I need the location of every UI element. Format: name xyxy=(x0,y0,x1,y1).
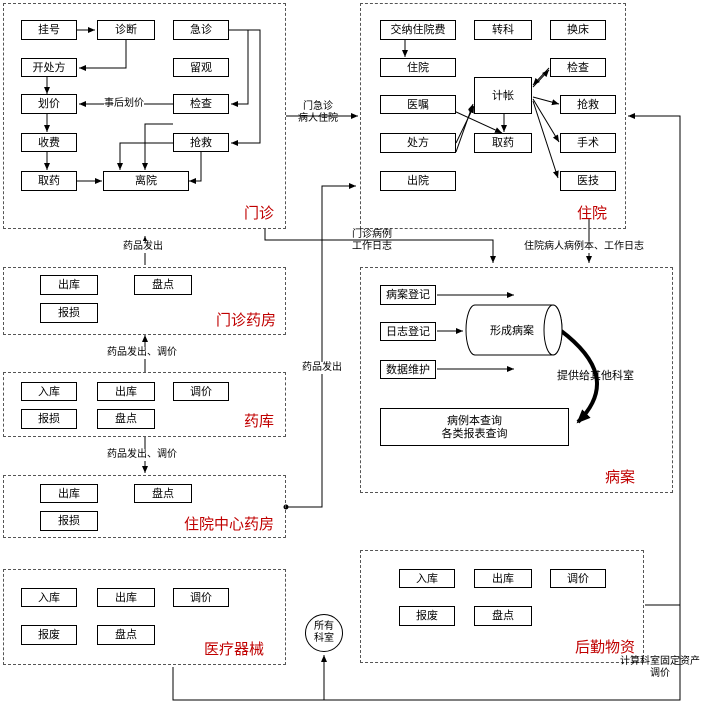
inpatient-dispense[interactable]: 取药 xyxy=(474,133,532,153)
pharmacy-title: 药库 xyxy=(244,412,275,430)
inpatient-bed-change[interactable]: 换床 xyxy=(550,20,606,40)
inpatient-medtech[interactable]: 医技 xyxy=(560,171,616,191)
edge-outpatient-log: 门诊病例 工作日志 xyxy=(352,229,392,253)
outpatient-rescue[interactable]: 抢救 xyxy=(173,133,229,152)
post-pricing-label: 事后划价 xyxy=(104,98,144,110)
inpatient-discharge[interactable]: 出院 xyxy=(380,171,456,191)
outpatient-observe[interactable]: 留观 xyxy=(173,58,229,77)
pharmacy-price[interactable]: 调价 xyxy=(173,382,229,401)
outpatient-emergency[interactable]: 急诊 xyxy=(173,20,229,40)
all-departments-line2: 科室 xyxy=(314,633,334,644)
all-departments-node[interactable]: 所有 科室 xyxy=(305,614,343,652)
inpatient-rescue[interactable]: 抢救 xyxy=(560,95,616,114)
all-departments-line1: 所有 xyxy=(314,621,334,632)
devices-check[interactable]: 盘点 xyxy=(97,625,155,645)
records-maintain[interactable]: 数据维护 xyxy=(380,360,436,379)
logistics-check[interactable]: 盘点 xyxy=(474,606,532,626)
devices-out[interactable]: 出库 xyxy=(97,588,155,607)
pharmacy-check[interactable]: 盘点 xyxy=(97,409,155,429)
outpatient-dispense[interactable]: 取药 xyxy=(21,171,77,191)
outpatient-charge[interactable]: 收费 xyxy=(21,133,77,152)
records-provide-label: 提供给其他科室 xyxy=(557,369,634,382)
edge-drug-out-right: 药品发出 xyxy=(302,362,342,374)
pharmacy-in[interactable]: 入库 xyxy=(21,382,77,401)
outpatient-pricing[interactable]: 划价 xyxy=(21,94,77,114)
edge-drug-out-adjust-lower: 药品发出、调价 xyxy=(107,449,177,461)
devices-scrap[interactable]: 报废 xyxy=(21,625,77,645)
edge-asset-line1: 计算科室固定资产 xyxy=(620,656,700,667)
devices-price[interactable]: 调价 xyxy=(173,588,229,607)
central-pharmacy-region xyxy=(3,475,286,538)
outpatient-region xyxy=(3,3,286,229)
outpatient-pharmacy-region xyxy=(3,267,286,335)
outpatient-pharmacy-title: 门诊药房 xyxy=(216,311,277,329)
central-pharmacy-loss[interactable]: 报损 xyxy=(40,511,98,531)
medical-devices-title: 医疗器械 xyxy=(204,640,265,658)
devices-in[interactable]: 入库 xyxy=(21,588,77,607)
inpatient-surgery[interactable]: 手术 xyxy=(560,133,616,153)
inpatient-admit[interactable]: 住院 xyxy=(380,58,456,77)
records-region xyxy=(360,267,673,493)
inpatient-exam[interactable]: 检查 xyxy=(550,58,606,77)
outpatient-register[interactable]: 挂号 xyxy=(21,20,77,40)
edge-inpatient-log: 住院病人病例本、工作日志 xyxy=(524,241,644,253)
records-query-line2: 各类报表查询 xyxy=(441,427,508,440)
edge-emergency-admit: 门急诊 病人住院 xyxy=(298,101,338,125)
logistics-price[interactable]: 调价 xyxy=(550,569,606,588)
outpatient-pharmacy-report[interactable]: 报损 xyxy=(40,303,98,323)
logistics-scrap[interactable]: 报废 xyxy=(399,606,455,626)
pharmacy-region xyxy=(3,372,286,437)
inpatient-deposit[interactable]: 交纳住院费 xyxy=(380,20,456,40)
outpatient-prescribe[interactable]: 开处方 xyxy=(21,58,77,77)
logistics-out[interactable]: 出库 xyxy=(474,569,532,588)
records-log-reg[interactable]: 日志登记 xyxy=(380,322,436,341)
edge-outpatient-log-line1: 门诊病例 xyxy=(352,229,392,240)
central-pharmacy-check[interactable]: 盘点 xyxy=(134,484,192,503)
outpatient-title: 门诊 xyxy=(244,204,275,222)
records-title: 病案 xyxy=(605,468,636,486)
inpatient-prescription[interactable]: 处方 xyxy=(380,133,456,153)
outpatient-leave[interactable]: 离院 xyxy=(103,171,189,191)
records-case-reg[interactable]: 病案登记 xyxy=(380,285,436,305)
outpatient-diagnose[interactable]: 诊断 xyxy=(97,20,155,40)
pharmacy-loss[interactable]: 报损 xyxy=(21,409,77,429)
edge-drug-out-adjust-upper: 药品发出、调价 xyxy=(107,347,177,359)
inpatient-order[interactable]: 医嘱 xyxy=(380,95,456,114)
records-query-box[interactable]: 病例本查询 各类报表查询 xyxy=(380,408,569,446)
outpatient-pharmacy-out[interactable]: 出库 xyxy=(40,275,98,295)
edge-emergency-admit-line2: 病人住院 xyxy=(298,113,338,124)
outpatient-pharmacy-check[interactable]: 盘点 xyxy=(134,275,192,295)
inpatient-title: 住院 xyxy=(577,204,608,222)
edge-outpatient-log-line2: 工作日志 xyxy=(352,241,392,252)
logistics-region xyxy=(360,550,644,663)
edge-asset-line2: 调价 xyxy=(650,668,670,679)
edge-asset: 计算科室固定资产 调价 xyxy=(620,656,700,680)
records-query-line1: 病例本查询 xyxy=(447,413,502,427)
outpatient-exam[interactable]: 检查 xyxy=(173,94,229,114)
inpatient-region xyxy=(360,3,626,229)
logistics-in[interactable]: 入库 xyxy=(399,569,455,588)
medical-devices-region xyxy=(3,569,286,665)
edge-emergency-admit-line1: 门急诊 xyxy=(303,101,333,112)
pharmacy-out[interactable]: 出库 xyxy=(97,382,155,401)
logistics-title: 后勤物资 xyxy=(575,638,636,656)
central-pharmacy-title: 住院中心药房 xyxy=(184,515,275,533)
inpatient-transfer[interactable]: 转科 xyxy=(474,20,532,40)
records-form-case-cylinder[interactable] xyxy=(465,304,563,356)
central-pharmacy-out[interactable]: 出库 xyxy=(40,484,98,503)
inpatient-billing[interactable]: 计帐 xyxy=(474,77,532,114)
edge-drug-out-outpatient: 药品发出 xyxy=(123,241,163,253)
records-form-case-label: 形成病案 xyxy=(490,324,534,337)
